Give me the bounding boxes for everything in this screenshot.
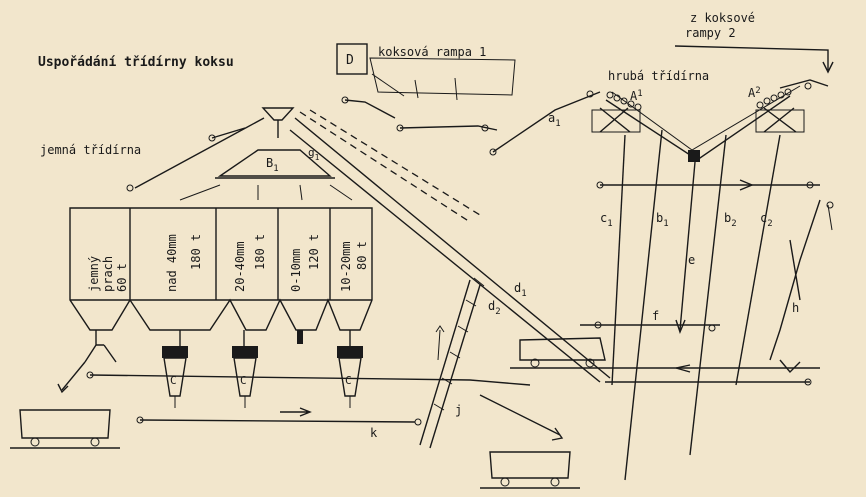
c2-label: c2 <box>760 211 773 229</box>
rampa1-label: koksová rampa 1 <box>378 45 486 59</box>
bin4-line2: 120 t <box>307 234 321 270</box>
rampa1-outline <box>369 57 516 96</box>
coarse-screening: hrubá třídírna A1 A2 a1 c1 b1 b2 <box>489 69 829 481</box>
g1-label: g1 <box>308 146 320 162</box>
hopper-top <box>261 107 295 121</box>
wagon-right <box>519 337 606 361</box>
h-label: h <box>792 301 799 315</box>
inclined-conveyor: d1 d2 g1 <box>289 109 611 383</box>
bin4-line1: 0-10mm <box>289 249 303 292</box>
a1-small-label: a1 <box>548 111 561 129</box>
rampa1-group: D koksová rampa 1 <box>336 43 516 132</box>
bin1-line2: prach <box>101 256 115 292</box>
bin2-line2: 180 t <box>189 234 203 270</box>
right-lower: f h <box>510 199 834 386</box>
c1-label: c1 <box>600 211 613 229</box>
d1-label: d1 <box>514 281 527 299</box>
b2-label: b2 <box>724 211 737 229</box>
c-label-2: C <box>240 374 247 387</box>
rampa2-group: z koksové rampy 2 <box>674 11 834 74</box>
wagon-left <box>19 409 111 439</box>
diagram-title: Uspořádání třídírny koksu <box>38 55 234 70</box>
d-box <box>336 43 368 75</box>
d-label: D <box>346 53 354 68</box>
c-label-3: C <box>345 374 352 387</box>
hruba-label: hrubá třídírna <box>608 69 709 83</box>
lower-conveyors: k j <box>57 277 564 449</box>
f-label: f <box>652 309 659 323</box>
j-label: j <box>455 403 462 417</box>
k-label: k <box>370 426 378 440</box>
c-label-1: C <box>170 374 177 387</box>
b1-label: b1 <box>656 211 669 229</box>
bin5-line1: 10-20mm <box>339 241 353 292</box>
a2-label: A2 <box>748 86 761 100</box>
z-koksove-label: z koksové <box>690 11 755 25</box>
bin1-line1: jemný <box>87 256 101 292</box>
fine-screening: jemná třídírna B1 <box>40 107 353 201</box>
wagons <box>10 409 580 489</box>
c-bunkers: C C C <box>162 346 363 408</box>
bin1-line3: 60 t <box>115 263 129 292</box>
bin3-line2: 180 t <box>253 234 267 270</box>
silos: jemný prach 60 t nad 40mm 180 t 20-40mm … <box>69 207 373 363</box>
d2-label: d2 <box>488 299 501 317</box>
bin3-line1: 20-40mm <box>233 241 247 292</box>
wagon-bottom <box>489 451 571 479</box>
bin5-line2: 80 t <box>355 241 369 270</box>
silo-outline <box>69 207 373 331</box>
a1-label: A1 <box>630 89 643 103</box>
b1-screen-label: B1 <box>266 156 279 174</box>
jemna-label: jemná třídírna <box>40 143 141 157</box>
screen-b1 <box>217 149 332 177</box>
bin2-line1: nad 40mm <box>165 234 179 292</box>
rampy2-label: rampy 2 <box>685 26 736 40</box>
e-label: e <box>688 253 695 267</box>
